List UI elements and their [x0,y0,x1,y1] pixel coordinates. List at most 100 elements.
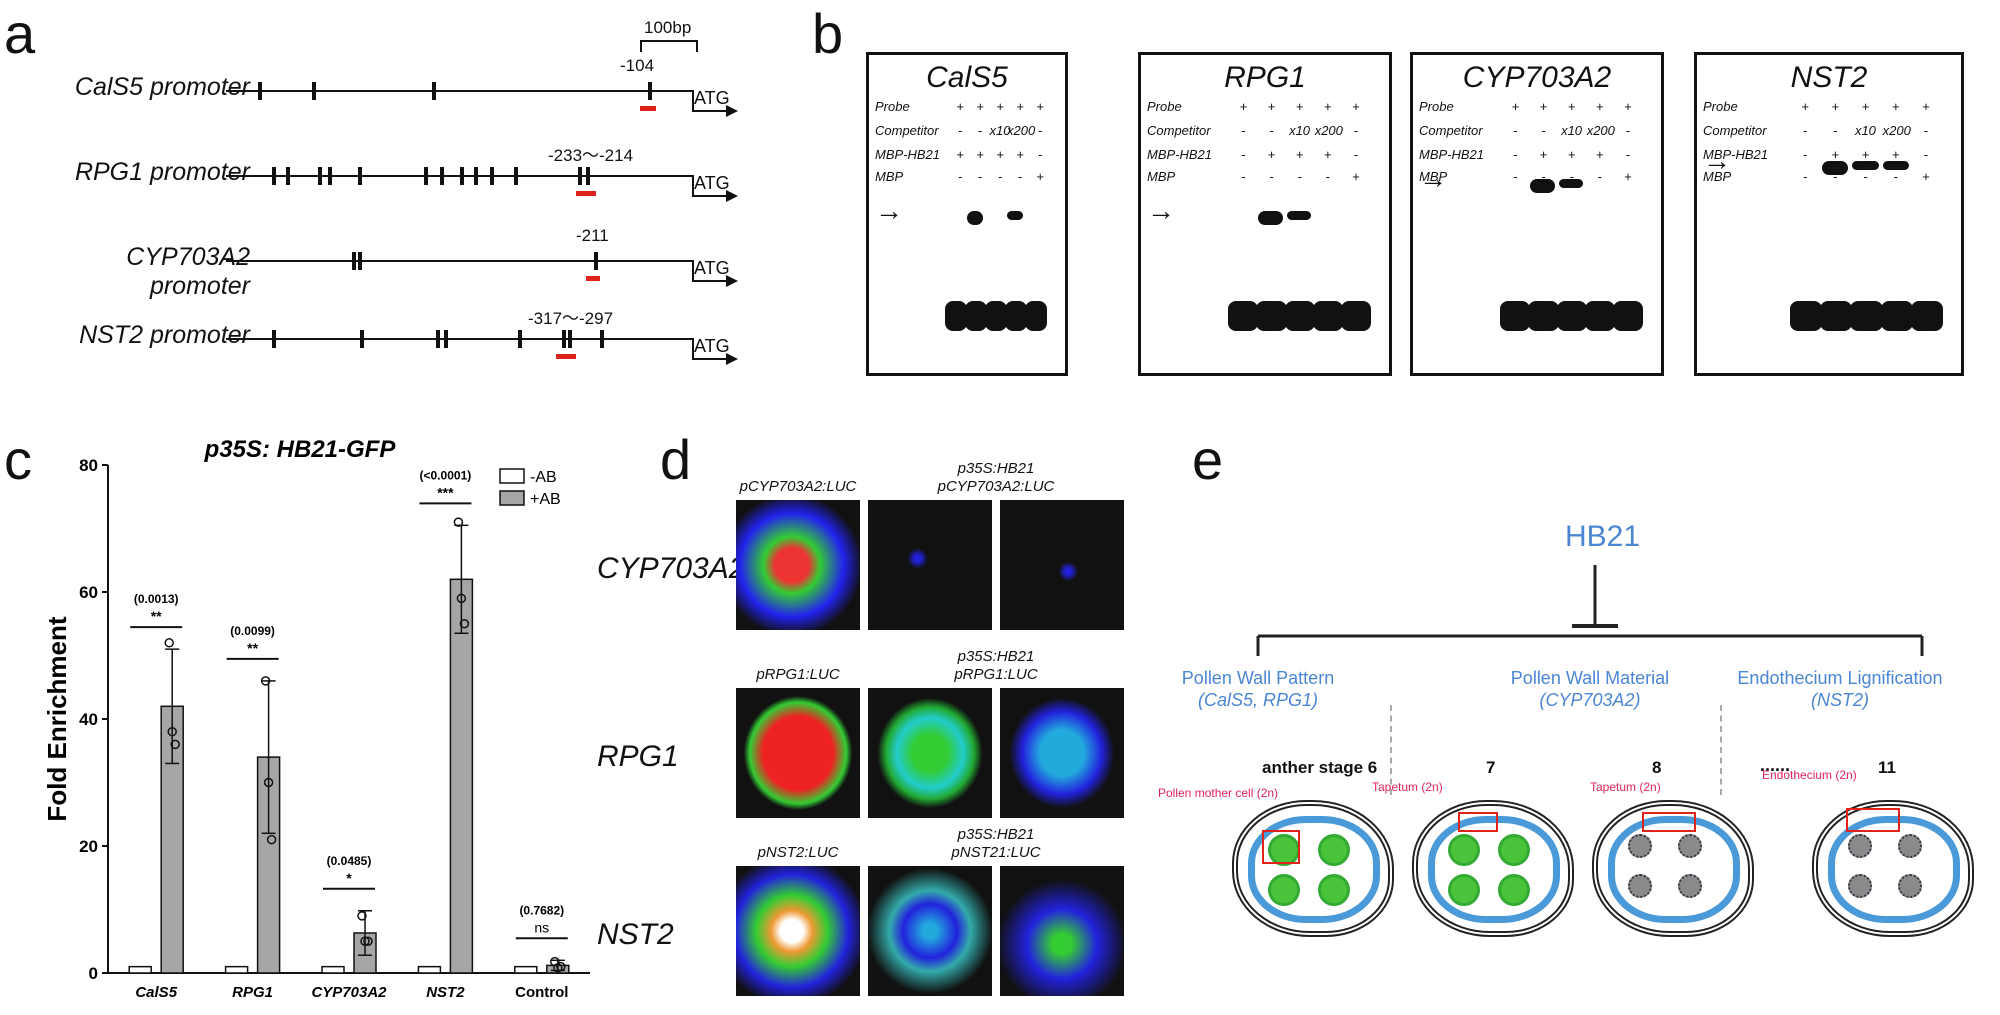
promoter-name: RPG1 promoter [74,158,250,186]
promoter-line [226,175,692,177]
gel-symbol: + [1831,99,1840,114]
gel-row-label: Probe [875,99,910,114]
luciferase-caption: pCYP703A2:LUC [739,478,857,495]
luciferase-row-label: NST2 [597,918,674,951]
data-point [459,619,470,629]
ellipsis: ...... [1760,755,1791,775]
target-site-marker [640,106,656,111]
free-probe-band [1340,301,1371,331]
data-point [556,961,566,972]
arrow-head [726,105,738,117]
gel-symbol: - [1597,169,1602,184]
data-point [260,676,271,686]
binding-site-tick [258,82,262,100]
free-probe-band [1256,301,1287,331]
gel-symbol: + [1352,99,1360,114]
bar-minus-ab [128,965,152,974]
cell-type-label: Endothecium (2n) [1762,768,1857,782]
gel-symbol: + [1036,169,1044,184]
pollen-cell [1448,874,1480,906]
gel-row-label: Competitor [875,123,939,138]
gel-symbol: x200 [1586,123,1615,138]
panel-label-c: c [4,428,32,491]
luciferase-image [868,688,992,818]
pollen-cell [1848,874,1872,898]
binding-site-tick [352,252,356,270]
gel-symbol: + [996,147,1004,162]
gel-symbol: + [1239,99,1248,114]
x-tick-label: RPG1 [232,984,273,1001]
gel-symbol: + [1267,147,1276,162]
anther-outline [1812,800,1974,937]
luciferase-caption-line1: p35S:HB21 [957,460,1035,477]
function-category-genes: (NST2) [1811,690,1869,710]
promoter-arrow-line [692,280,728,282]
divider-2 [1720,705,1722,795]
highlight-box [1846,808,1900,832]
luciferase-image [1000,866,1124,996]
gel-symbol: - [1802,147,1808,162]
gel-symbol: + [1295,147,1304,162]
x-tick-label: NST2 [426,984,465,1001]
shifted-band [1007,211,1023,220]
gel-symbol: - [1802,123,1808,138]
gel-symbol: - [1269,123,1274,138]
binding-site-tick [518,330,522,348]
cell-type-label: Tapetum (2n) [1372,780,1443,794]
gel-symbol: x200 [1314,123,1343,138]
promoter-step [692,175,694,197]
inhibition-tree [1256,565,1924,640]
gel-symbol: + [1295,99,1304,114]
gel-symbol: + [976,99,984,114]
gel-title: CYP703A2 [1462,61,1612,94]
gel-symbol: + [1539,147,1548,162]
free-probe-band [1005,301,1027,331]
divider-1 [1390,705,1392,795]
pollen-cell [1678,874,1702,898]
luciferase-caption-line1: p35S:HB21 [957,826,1035,843]
promoter-name: CYP703A2 promoter [126,243,250,300]
gel-symbol: - [1923,123,1928,138]
tree-drops [1256,636,1924,656]
anther-outline [1412,800,1574,937]
luciferase-caption-line2: pNST21:LUC [951,844,1041,861]
tapetum-layer [1428,816,1560,923]
x-tick-label: Control [515,984,568,1001]
gel-symbol: + [996,99,1004,114]
pollen-cell [1498,874,1530,906]
significance-stars: * [346,870,352,886]
gel-symbol: + [1861,147,1870,162]
promoter-line [226,260,692,262]
promoter-name: CalS5 promoter [74,73,250,101]
shifted-band [1822,161,1849,175]
target-site-tick [586,167,590,185]
free-probe-band [965,301,987,331]
shift-arrow: → [1147,195,1175,226]
gel-symbol: x10 [1561,123,1583,138]
gel-symbol: - [1893,169,1898,184]
panel-label-d: d [660,428,692,491]
gel-symbol: - [1802,169,1808,184]
gel-symbol: + [1352,169,1360,184]
gel-symbol: - [997,169,1003,184]
luciferase-caption-line1: p35S:HB21 [957,648,1035,665]
binding-site-tick [358,252,362,270]
gel-symbol: - [1513,147,1518,162]
scale-bar-label: 100bp [644,18,692,37]
pollen-cell [1318,834,1350,866]
atg-label: ATG [694,258,730,278]
gel-row-label: Probe [1703,99,1738,114]
bar-plus-ab [449,578,474,974]
gel-symbol: + [1595,99,1604,114]
p-value: (0.7682) [519,903,564,917]
binding-site-tick [360,330,364,348]
pollen-cell [1898,834,1922,858]
free-probe-band [945,301,967,331]
gel-symbol: + [1539,99,1548,114]
target-site-marker [576,191,596,196]
gel-symbol: x10 [1854,123,1876,138]
pollen-cell [1628,834,1652,858]
